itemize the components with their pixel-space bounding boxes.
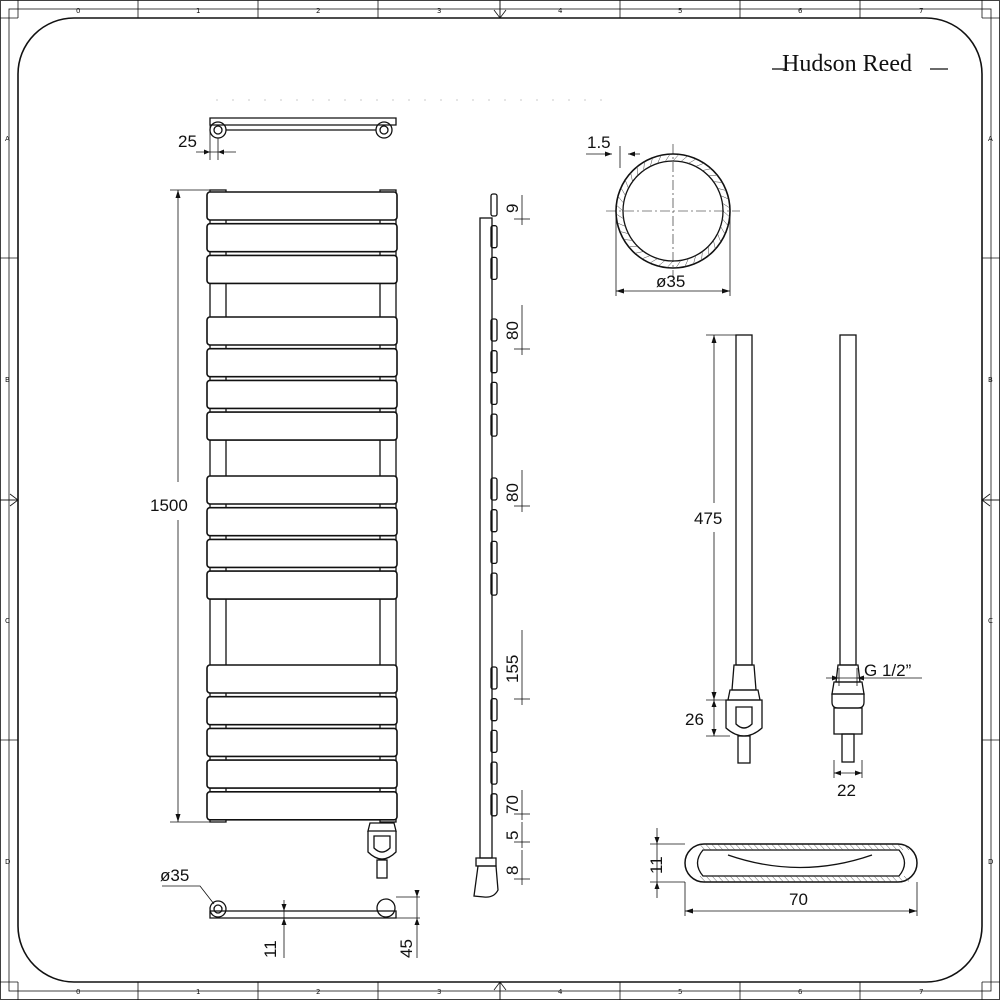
border-number-bottom: 0 [76, 988, 80, 996]
radiator-panel [206, 759, 398, 789]
radiator-panel [206, 347, 398, 378]
radiator-panel [206, 254, 398, 285]
radiator-panel [206, 379, 398, 410]
border-number-top: 6 [798, 7, 803, 15]
dim-tube-wall: 1.5 [587, 133, 611, 152]
dim-element-length: 475 [694, 509, 722, 528]
side-panel-tab [490, 540, 498, 565]
side-panel-tab [490, 318, 498, 342]
radiator-panel [206, 222, 398, 253]
side-dim-label: 155 [503, 655, 522, 683]
side-panel-tab [490, 761, 498, 785]
tube-section: ø35 1.5 [586, 133, 740, 296]
dim-bottom-height: 45 [397, 939, 416, 958]
radiator-panel [206, 664, 398, 694]
side-dim-label: 80 [503, 483, 522, 502]
dim-panel-height: 11 [647, 856, 666, 874]
radiator-panel [206, 475, 398, 505]
border-number-top: 3 [437, 7, 441, 15]
dim-top-offset: 25 [178, 132, 197, 151]
border-number-top: 5 [678, 7, 682, 15]
dim-element-thread: G 1/2” [864, 661, 912, 680]
border-number-bottom: 2 [316, 988, 320, 996]
side-panel-tab [490, 193, 498, 217]
border-number-top: 2 [316, 7, 320, 15]
side-dim-label: 80 [503, 321, 522, 340]
border-letter-right: B [988, 376, 993, 384]
border-number-bottom: 7 [919, 988, 923, 996]
side-panel-tab [490, 729, 498, 754]
side-panel-tab [490, 666, 498, 690]
radiator-panel [206, 538, 398, 569]
side-panel-tab [490, 477, 498, 501]
border-number-top: 7 [919, 7, 923, 15]
side-dim-label: 70 [503, 795, 522, 814]
side-panel-tab [490, 225, 498, 249]
border-letter-left: B [5, 376, 10, 384]
border-number-top: 1 [196, 7, 200, 15]
side-panel-tab [490, 413, 498, 437]
border-number-bottom: 1 [196, 988, 200, 996]
dim-bottom-diameter: ø35 [160, 866, 189, 885]
border-letter-right: C [988, 617, 993, 625]
dim-element-width: 22 [837, 781, 856, 800]
side-dimensions: 9 80 80 155 70 5 8 [503, 195, 530, 885]
border-letter-left: C [5, 617, 10, 625]
panel-stack [206, 191, 398, 821]
border-number-bottom: 4 [558, 988, 563, 996]
border-letter-left: A [5, 135, 10, 143]
side-dim-label: 9 [503, 204, 522, 213]
side-dim-label: 8 [503, 866, 522, 875]
dim-tube-diameter: ø35 [656, 272, 685, 291]
side-panel-tab [490, 381, 498, 406]
border-number-bottom: 3 [437, 988, 441, 996]
side-upright [479, 217, 493, 859]
radiator-panel [206, 506, 398, 537]
dim-bottom-offset: 11 [261, 940, 280, 958]
border-number-top: 0 [76, 7, 80, 15]
side-panel-tab [490, 793, 498, 817]
border-letter-left: D [5, 858, 10, 866]
side-panel-tab [490, 572, 498, 596]
side-panel-tab [490, 698, 498, 722]
border-number-bottom: 5 [678, 988, 682, 996]
border-letter-right: A [988, 135, 993, 143]
brand-name: Hudson Reed [782, 51, 912, 77]
dim-panel-width: 70 [789, 890, 808, 909]
dim-element-head: 26 [685, 710, 704, 729]
border-number-top: 4 [558, 7, 563, 15]
radiator-panel [206, 570, 398, 600]
panel-section: 11 70 [647, 828, 918, 916]
top-plan-view: 25 [178, 99, 610, 160]
left-upright [209, 189, 227, 823]
side-panel-tab [490, 509, 498, 533]
side-panel-tab [490, 256, 498, 281]
border-number-bottom: 6 [798, 988, 803, 996]
heating-element-side: G 1/2” 22 [826, 334, 922, 800]
heating-element-front: 475 26 [685, 334, 763, 764]
side-dim-label: 5 [503, 831, 522, 840]
radiator-panel [206, 790, 398, 821]
right-upright [379, 189, 397, 823]
radiator-panel [206, 695, 398, 726]
bottom-plan-view: ø35 11 45 [160, 866, 420, 958]
radiator-panel [206, 411, 398, 441]
brand-logo: Hudson Reed [772, 51, 948, 77]
front-view: 1500 [150, 189, 398, 879]
side-view: 9 80 80 155 70 5 8 [473, 193, 530, 898]
radiator-panel [206, 727, 398, 758]
radiator-panel [206, 191, 398, 221]
dim-height: 1500 [150, 496, 188, 515]
radiator-panel [206, 316, 398, 346]
side-panel-tab [490, 350, 498, 374]
border-letter-right: D [988, 858, 993, 866]
